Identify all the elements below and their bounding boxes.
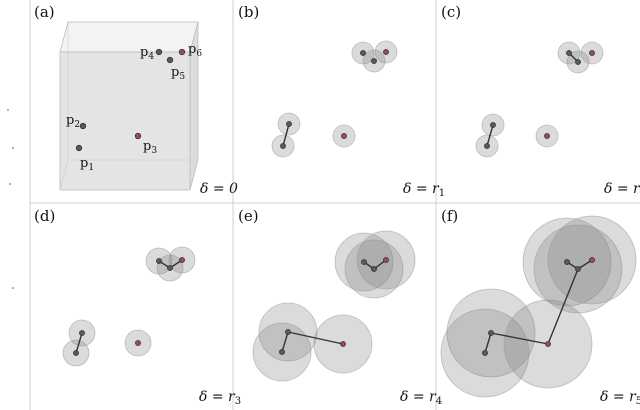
panel-b-delta: δ = r1 — [403, 181, 445, 199]
panel-c-delta: δ = r2 — [604, 181, 640, 199]
point-p2 — [79, 122, 87, 130]
margin-mark — [12, 287, 14, 289]
point-p1 — [279, 349, 285, 355]
panel-c: (c) δ = r2 — [441, 3, 640, 199]
point-p4 — [564, 259, 570, 265]
edge-p1-p2 — [486, 124, 494, 147]
edge-p2-p3 — [490, 332, 549, 345]
point-p4 — [156, 258, 162, 264]
point-p4 — [361, 259, 367, 265]
point-p1 — [75, 144, 83, 152]
point-p6 — [179, 257, 185, 263]
margin-mark — [12, 147, 14, 149]
point-p5 — [371, 58, 377, 64]
point-p4 — [360, 50, 366, 56]
point-p2 — [490, 122, 496, 128]
label-p1: p1 — [80, 156, 94, 173]
point-p6 — [589, 257, 595, 263]
point-p5 — [575, 266, 581, 272]
panel-e-delta: δ = r4 — [400, 389, 442, 407]
edge-p2-p3 — [287, 331, 344, 345]
panel-f: (f) δ = r5 — [440, 207, 640, 407]
point-p6 — [383, 257, 389, 263]
panel-a: p1 p2 p3 p4 p5 p6 (a) δ = 0 — [34, 3, 238, 197]
point-p1 — [73, 350, 79, 356]
point-p6 — [383, 49, 389, 55]
edge-p1-p2 — [281, 331, 289, 353]
cube-hidden-edge — [59, 159, 69, 191]
point-p5 — [167, 265, 173, 271]
point-p5 — [575, 59, 581, 65]
point-p4 — [155, 48, 163, 56]
point-p1 — [482, 350, 488, 356]
panel-d: (d) δ = r3 — [34, 207, 241, 407]
point-p3 — [340, 341, 346, 347]
label-p3: p3 — [143, 139, 157, 156]
point-p1 — [280, 143, 286, 149]
point-p4 — [566, 50, 572, 56]
point-p3 — [545, 341, 551, 347]
point-p3 — [341, 133, 347, 139]
panel-f-letter: (f) — [441, 207, 458, 225]
label-p5: p5 — [171, 65, 185, 82]
panel-b-letter: (b) — [238, 3, 259, 21]
point-p3 — [544, 133, 550, 139]
margin-mark — [7, 109, 9, 111]
point-p3 — [134, 132, 142, 140]
point-p2 — [286, 121, 292, 127]
panel-a-letter: (a) — [34, 3, 55, 21]
point-p2 — [79, 330, 85, 336]
panel-f-delta: δ = r5 — [600, 389, 640, 407]
label-p6: p6 — [188, 42, 202, 59]
point-p2 — [488, 330, 494, 336]
label-p4: p4 — [140, 45, 154, 62]
edge-p1-p2 — [282, 123, 290, 147]
edge-p1-p2 — [484, 332, 492, 354]
cube-top-face — [59, 21, 199, 53]
point-p1 — [484, 143, 490, 149]
panel-e-letter: (e) — [238, 207, 259, 225]
panel-c-letter: (c) — [441, 3, 461, 21]
point-p5 — [371, 266, 377, 272]
point-p2 — [285, 329, 291, 335]
point-p6 — [589, 50, 595, 56]
edge-p1-p2 — [75, 332, 83, 354]
label-p2: p2 — [66, 113, 80, 130]
panel-a-delta: δ = 0 — [200, 181, 238, 197]
point-p5 — [166, 56, 174, 64]
margin-mark — [9, 183, 11, 185]
panel-d-letter: (d) — [34, 207, 55, 225]
point-p6 — [178, 48, 186, 56]
panel-b: (b) δ = r1 — [238, 3, 445, 199]
edge-p3-p5 — [547, 268, 579, 345]
panel-d-delta: δ = r3 — [199, 389, 241, 407]
point-p3 — [135, 340, 141, 346]
panel-e: (e) δ = r4 — [238, 207, 442, 407]
cube-front-face — [59, 51, 191, 191]
